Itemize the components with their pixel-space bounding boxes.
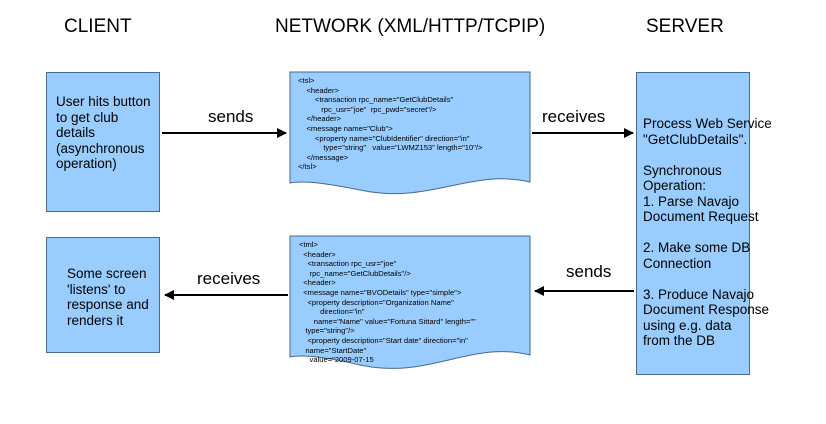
network-heading: NETWORK (XML/HTTP/TCPIP): [275, 16, 546, 37]
response-document-text: <tml> <header> <transaction rpc_usr="joe…: [299, 240, 476, 365]
client-request-box: [46, 72, 160, 212]
sends-bottom-label: sends: [566, 262, 612, 281]
server-text: Process Web Service "GetClubDetails". Sy…: [643, 116, 772, 348]
request-document-shape: [289, 71, 531, 195]
receives-top-label: receives: [542, 107, 606, 126]
client-request-text: User hits button to get club details (as…: [56, 94, 151, 171]
response-document-shape: [289, 235, 531, 369]
receives-bottom-label: receives: [197, 269, 261, 288]
client-response-text: Some screen 'listens' to response and re…: [67, 266, 149, 328]
sends-top-label: sends: [208, 107, 254, 126]
request-document-text: <tsl> <header> <transaction rpc_name="Ge…: [298, 76, 483, 172]
client-response-box: [46, 237, 160, 353]
server-heading: SERVER: [646, 16, 724, 37]
server-box: [636, 72, 750, 375]
client-heading: CLIENT: [64, 16, 132, 37]
